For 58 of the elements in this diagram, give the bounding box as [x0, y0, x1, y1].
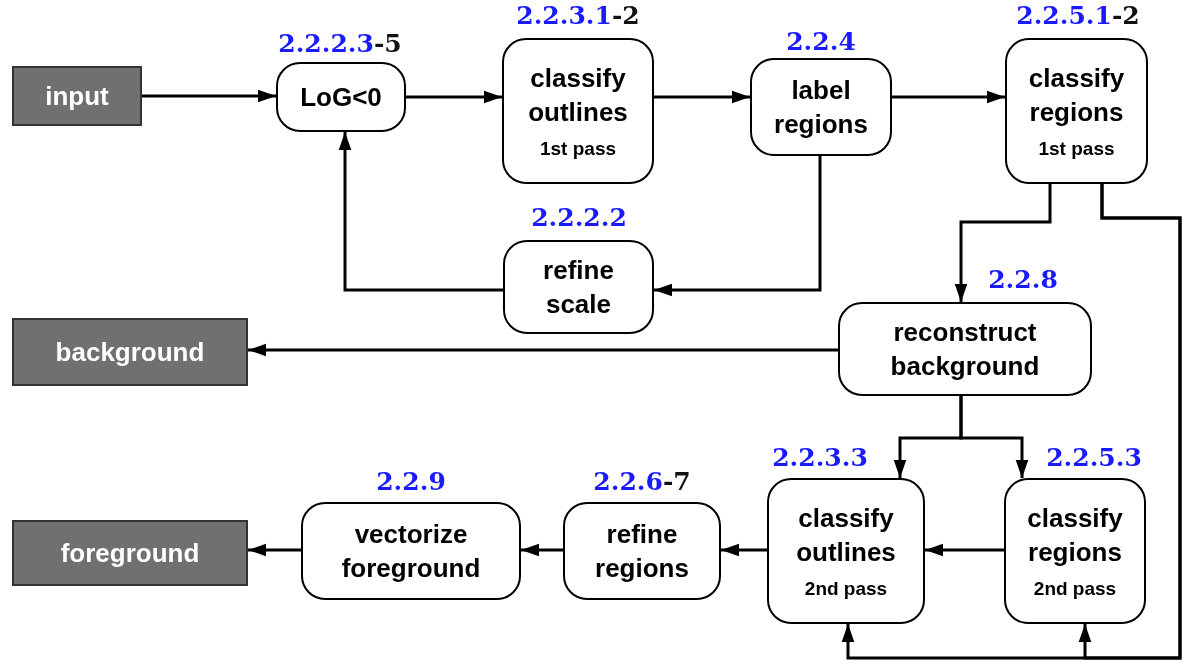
arrow: [654, 156, 822, 297]
node-label: vectorize foreground: [340, 518, 482, 585]
node-label: label regions: [773, 74, 869, 141]
arrow: [1078, 184, 1182, 660]
node-label: background: [54, 336, 206, 369]
pass-label: 1st pass: [539, 137, 616, 161]
pass-label: 1st pass: [1038, 137, 1115, 161]
process-box: [1004, 478, 1146, 624]
terminal-box: [12, 520, 248, 586]
section-number: -5: [373, 28, 402, 60]
process-box: [767, 478, 925, 624]
arrow: [338, 132, 503, 292]
arrow: [521, 543, 563, 557]
section-number: 2.2.3.1: [516, 0, 612, 32]
section-number: -2: [1111, 0, 1140, 32]
node-label: classify regions: [1027, 62, 1126, 129]
section-number: 2.2.8: [988, 264, 1058, 296]
arrow: [925, 543, 1004, 557]
process-box: [750, 58, 892, 156]
node-label: reconstruct background: [889, 316, 1041, 383]
arrow: [142, 89, 276, 103]
arrow: [892, 90, 1005, 104]
node-label: refine regions: [594, 518, 690, 585]
process-box: [563, 502, 721, 600]
section-number: 2.2.4: [786, 26, 856, 58]
process-box: [276, 62, 406, 132]
arrow: [721, 543, 767, 557]
section-number: 2.2.2.2: [531, 202, 627, 234]
section-number: 2.2.5.1: [1016, 0, 1112, 32]
terminal-box: [12, 66, 142, 126]
process-box: [1005, 38, 1148, 184]
section-number: 2.2.5.3: [1046, 442, 1142, 474]
node-label: refine scale: [542, 254, 615, 321]
pass-label: 2nd pass: [1033, 577, 1117, 601]
node-label: foreground: [59, 537, 201, 570]
section-number: 2.2.3.3: [772, 442, 868, 474]
node-label: classify outlines: [527, 62, 629, 129]
arrow: [248, 543, 301, 557]
arrow: [248, 343, 838, 357]
section-number: 2.2.9: [376, 466, 446, 498]
node-label: classify outlines: [795, 502, 897, 569]
section-number: 2.2.6: [593, 466, 663, 498]
arrow: [954, 184, 1052, 302]
arrow: [654, 90, 750, 104]
section-number: 2.2.2.3: [278, 28, 374, 60]
process-box: [838, 302, 1092, 396]
process-box: [503, 240, 654, 334]
arrow: [406, 90, 502, 104]
section-number: -7: [662, 466, 691, 498]
arrow: [959, 396, 1029, 478]
pass-label: 2nd pass: [804, 577, 888, 601]
process-box: [301, 502, 521, 600]
node-label: input: [44, 80, 110, 113]
node-label: classify regions: [1026, 502, 1124, 569]
process-box: [502, 38, 654, 184]
node-label: LoG<0: [299, 81, 383, 114]
terminal-box: [12, 318, 248, 386]
section-number: -2: [611, 0, 640, 32]
